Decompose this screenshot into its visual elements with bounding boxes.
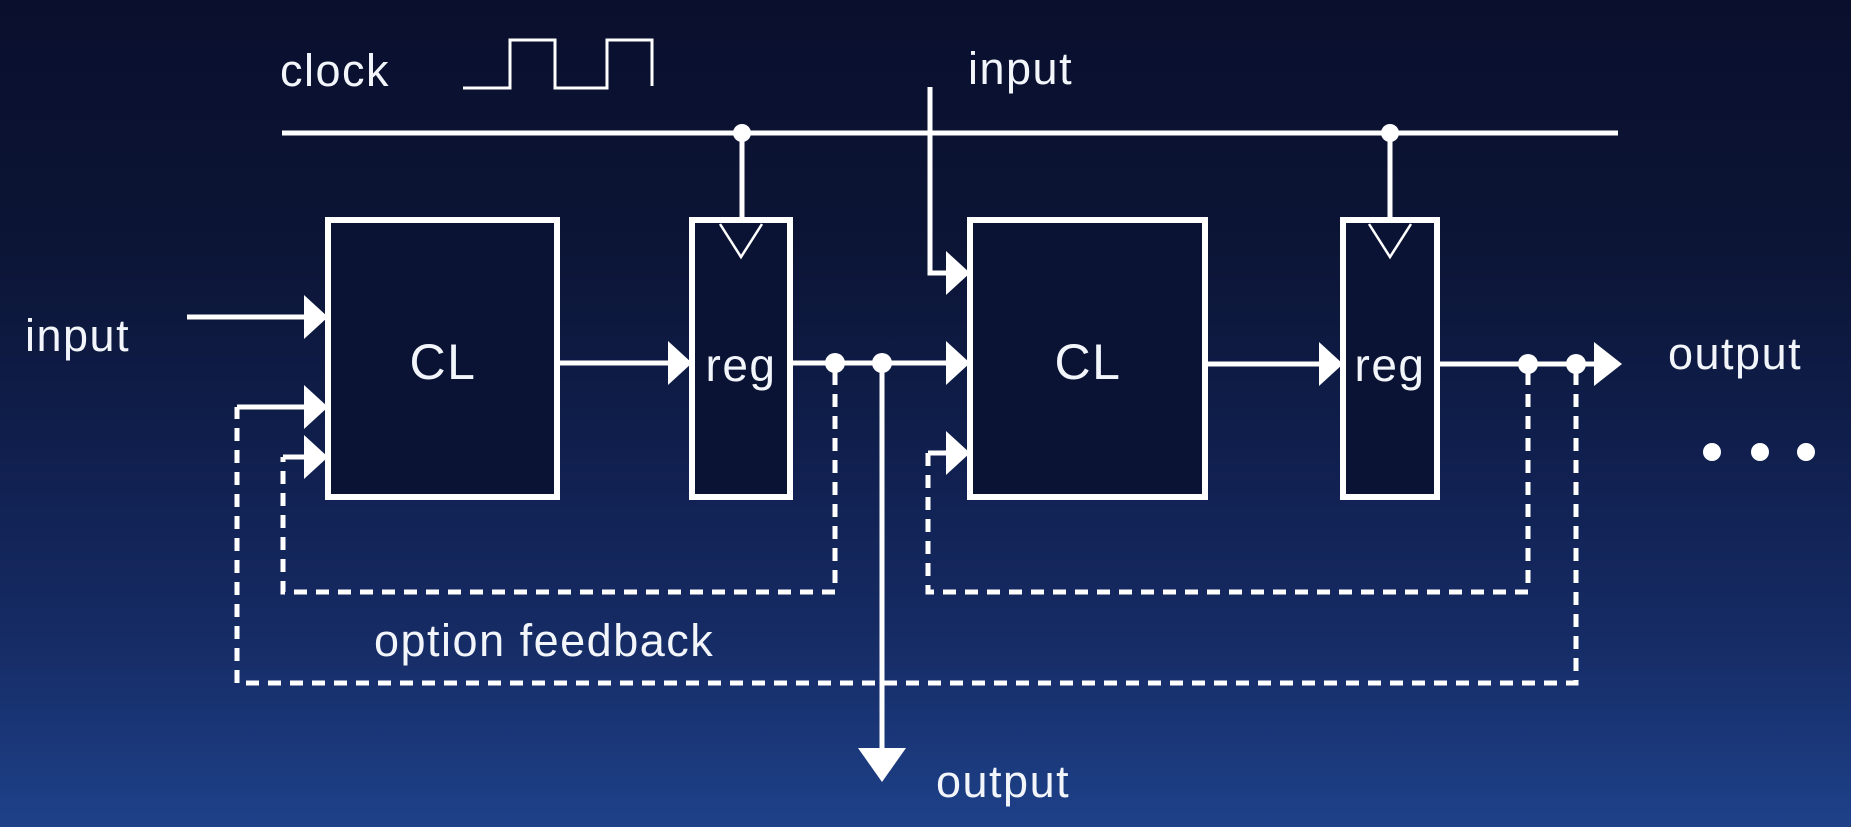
- clock-signal: clock: [280, 38, 1618, 224]
- reg-clock-wedge-icon-1: [718, 223, 764, 260]
- feedback-loops: option feedback: [234, 372, 1579, 686]
- input-arrowhead-left: [304, 295, 328, 339]
- feedback-dashed-stage2: [925, 372, 1531, 595]
- reg-box-1-label: reg: [706, 339, 777, 391]
- cl-box-1: [325, 217, 560, 500]
- reg-box-2-label: reg: [1355, 339, 1426, 391]
- external-inputs: input input: [25, 43, 1073, 361]
- global-feedback-tap-dot: [1566, 354, 1586, 374]
- stage-2-blocks: CL reg: [967, 217, 1440, 500]
- cl-box-2: [967, 217, 1208, 500]
- feedback-tap-dot-stage1: [825, 353, 845, 373]
- output-arrowhead-down: [858, 748, 906, 782]
- input-label-top: input: [968, 43, 1073, 94]
- cl2-input-arrowhead: [946, 341, 970, 385]
- reg-box-1: [689, 217, 793, 500]
- clock-label: clock: [280, 45, 390, 96]
- cl-box-1-label: CL: [410, 334, 477, 390]
- stage-1-blocks: CL reg: [325, 217, 793, 500]
- continuation-dots-icon: [1703, 443, 1815, 461]
- cl2-feedback-arrowhead: [946, 431, 970, 475]
- reg-clock-wedge-icon-2: [1367, 223, 1413, 260]
- option-feedback-label: option feedback: [374, 615, 714, 666]
- feedback-tap-dot-stage2: [1518, 354, 1538, 374]
- feedback-dashed-stage1: [280, 372, 838, 595]
- datapath: output: [557, 328, 1802, 386]
- reg2-input-arrowhead: [1319, 342, 1343, 386]
- cl1-feedback-arrowhead-inner: [304, 435, 328, 479]
- output-label-right: output: [1668, 328, 1802, 379]
- input-arrowhead-top: [946, 251, 970, 295]
- clock-junction-dot-2: [1381, 124, 1399, 142]
- reg-box-2: [1340, 217, 1440, 500]
- continuation-dot-2: [1751, 443, 1769, 461]
- tapped-output: output: [858, 363, 1070, 807]
- reg1-input-arrowhead: [668, 341, 692, 385]
- clock-junction-dot-1: [733, 124, 751, 142]
- output-label-bottom: output: [936, 756, 1070, 807]
- output-arrowhead-right: [1594, 342, 1622, 386]
- input-wire-top: [927, 87, 946, 276]
- clock-waveform-icon: [463, 38, 654, 90]
- feedback-dashed-global: [234, 372, 1579, 686]
- continuation-dot-1: [1703, 443, 1721, 461]
- continuation-dot-3: [1797, 443, 1815, 461]
- cl-box-2-label: CL: [1055, 334, 1122, 390]
- input-label-left: input: [25, 310, 130, 361]
- cl1-feedback-arrowhead-outer: [304, 385, 328, 429]
